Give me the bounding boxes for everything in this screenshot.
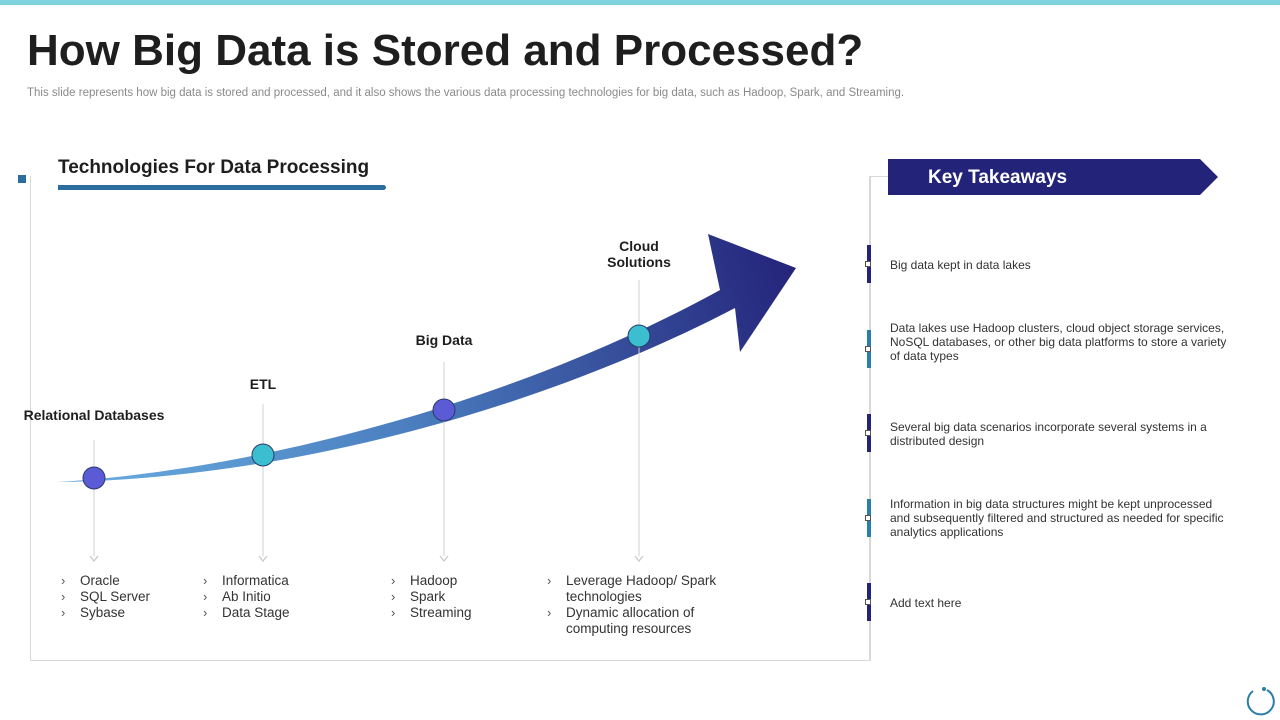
- chevron-right-icon: ›: [61, 573, 66, 588]
- stage-label-big-data: Big Data: [415, 332, 473, 348]
- stage-list-cloud-solutions: ›Leverage Hadoop/ Spark technologies ›Dy…: [547, 573, 722, 637]
- stage-label-cloud-solutions: Cloud Solutions: [607, 238, 671, 270]
- takeaway-marker: [865, 261, 871, 267]
- refresh-circle-icon: [1246, 687, 1275, 716]
- list-item: ›SQL Server: [61, 589, 151, 604]
- chevron-right-icon: ›: [547, 605, 552, 620]
- chevron-right-icon: ›: [203, 589, 208, 604]
- stage-marker-big-data: [432, 398, 456, 422]
- chevron-right-icon: ›: [391, 589, 396, 604]
- list-item: ›Data Stage: [203, 605, 290, 620]
- takeaway-marker: [865, 346, 871, 352]
- stage-marker-relational-databases: [82, 466, 106, 490]
- technologies-title: Technologies For Data Processing: [58, 157, 370, 178]
- takeaway-text: Information in big data structures might…: [890, 497, 1224, 539]
- chevron-right-icon: ›: [391, 573, 396, 588]
- takeaway-marker: [865, 515, 871, 521]
- chevron-right-icon: ›: [391, 605, 396, 620]
- list-item: ›Sybase: [61, 605, 126, 620]
- chevron-down-icon: [258, 555, 268, 562]
- chevron-down-icon: [89, 555, 99, 562]
- growth-arrow: [57, 234, 796, 482]
- technologies-underline: [58, 185, 386, 190]
- key-takeaways-title: Key Takeaways: [928, 167, 1068, 188]
- takeaway-text: Several big data scenarios incorporate s…: [890, 420, 1207, 448]
- top-accent-strip: [0, 0, 1280, 5]
- takeaway-marker: [865, 599, 871, 605]
- list-item: ›Hadoop: [391, 573, 458, 588]
- stage-list-relational-databases: ›Oracle ›SQL Server ›Sybase: [61, 573, 191, 621]
- stage-label-relational-databases: Relational Databases: [23, 407, 165, 423]
- stage-marker-cloud-solutions: [627, 324, 651, 348]
- takeaway-text: Data lakes use Hadoop clusters, cloud ob…: [890, 321, 1227, 363]
- chevron-right-icon: ›: [547, 573, 552, 588]
- stage-list-etl: ›Informatica ›Ab Initio ›Data Stage: [203, 573, 343, 621]
- chevron-right-icon: ›: [61, 605, 66, 620]
- list-item: ›Oracle: [61, 573, 120, 588]
- list-item: ›Informatica: [203, 573, 289, 588]
- chevron-right-icon: ›: [61, 589, 66, 604]
- takeaway-text: Big data kept in data lakes: [890, 258, 1031, 272]
- page-subtitle: This slide represents how big data is st…: [27, 87, 905, 99]
- list-item: ›Ab Initio: [203, 589, 271, 604]
- list-item: ›Spark: [391, 589, 446, 604]
- list-item: ›Leverage Hadoop/ Spark technologies: [547, 573, 717, 604]
- list-item: ›Dynamic allocation of computing resourc…: [547, 605, 695, 636]
- stage-list-big-data: ›Hadoop ›Spark ›Streaming: [391, 573, 521, 621]
- stage-label-etl: ETL: [249, 376, 277, 392]
- takeaway-text: Add text here: [890, 596, 962, 610]
- chevron-right-icon: ›: [203, 605, 208, 620]
- takeaway-marker: [865, 430, 871, 436]
- list-item: ›Streaming: [391, 605, 472, 620]
- chevron-down-icon: [634, 555, 644, 562]
- key-takeaways-banner: Key Takeaways: [888, 159, 1218, 195]
- panel-marker: [18, 175, 26, 183]
- takeaways-connector-line: [870, 176, 888, 177]
- chevron-right-icon: ›: [203, 573, 208, 588]
- chevron-down-icon: [439, 555, 449, 562]
- page-title: How Big Data is Stored and Processed?: [27, 26, 864, 75]
- stage-marker-etl: [251, 443, 275, 467]
